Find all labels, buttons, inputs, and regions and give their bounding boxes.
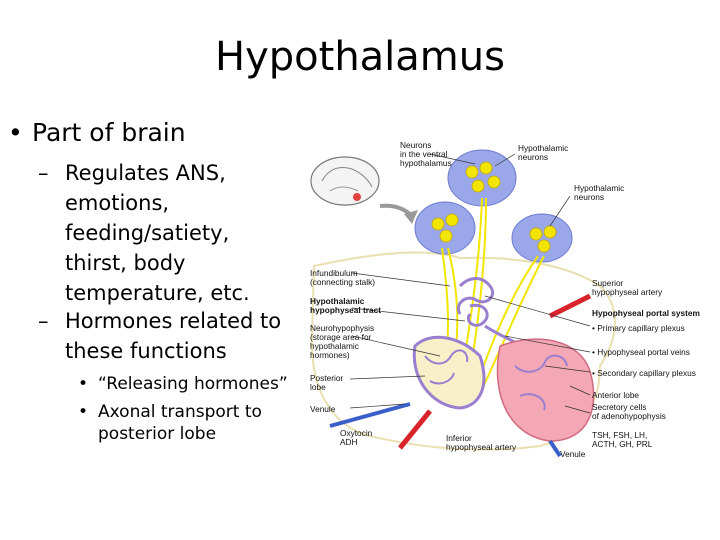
inferior-artery (398, 409, 432, 450)
brain-sketch (310, 156, 380, 206)
subbullet-regulates: – Regulates ANS, emotions, feeding/satie… (38, 158, 250, 308)
label-infundibulum: Infundibulum(connecting stalk) (310, 268, 375, 287)
subsubbullet-text: “Releasing hormones” (98, 374, 288, 394)
subbullet-text: Hormones related to these functions (65, 309, 282, 363)
dash-symbol: – (38, 309, 49, 333)
primary-capillary-plexus (457, 277, 495, 327)
secondary-capillary-plexus (514, 354, 568, 411)
label-venule-left: Venule (310, 404, 336, 414)
gray-arrow-head (404, 210, 418, 224)
dash-symbol: – (38, 161, 49, 185)
bullet-part-of-brain: • Part of brain (8, 118, 186, 147)
bullet-text: Part of brain (32, 118, 186, 147)
anterior-lobe (496, 338, 595, 442)
label-portal-system: Hypophyseal portal system (592, 308, 700, 318)
subbullet-hormones: – Hormones related to these functions (38, 306, 281, 366)
label-secondary-plexus: • Secondary capillary plexus (592, 368, 696, 378)
superior-artery (548, 293, 592, 319)
label-venule-bottom: Venule (560, 449, 586, 459)
label-primary-plexus: • Primary capillary plexus (592, 323, 685, 333)
venule-bottom (548, 439, 562, 458)
neuron-bubble-left (414, 201, 476, 255)
subsubbullet-axonal: • Axonal transport to posterior lobe (78, 401, 262, 445)
neuron-bubble-top (447, 149, 517, 207)
subbullet-text: Regulates ANS, emotions, feeding/satiety… (65, 161, 250, 305)
tissue-outline (310, 251, 616, 451)
neuron-bubble-right (511, 213, 573, 263)
label-portal-veins: • Hypophyseal portal veins (592, 347, 690, 357)
label-anterior-lobe: Anterior lobe (592, 390, 639, 400)
label-hormones: TSH, FSH, LH,ACTH, GH, PRL (592, 430, 653, 449)
bullet-symbol: • (8, 118, 23, 147)
leader-lines (349, 153, 591, 414)
neuron-cells (431, 161, 557, 253)
subsubbullet-text: Axonal transport to posterior lobe (98, 402, 262, 444)
subsubbullet-releasing: • “Releasing hormones” (78, 373, 288, 395)
venule-left (329, 402, 411, 428)
posterior-capillaries (424, 349, 469, 385)
bullet-symbol: • (78, 374, 89, 394)
bullet-symbol: • (78, 402, 89, 422)
slide-title: Hypothalamus (215, 34, 505, 80)
